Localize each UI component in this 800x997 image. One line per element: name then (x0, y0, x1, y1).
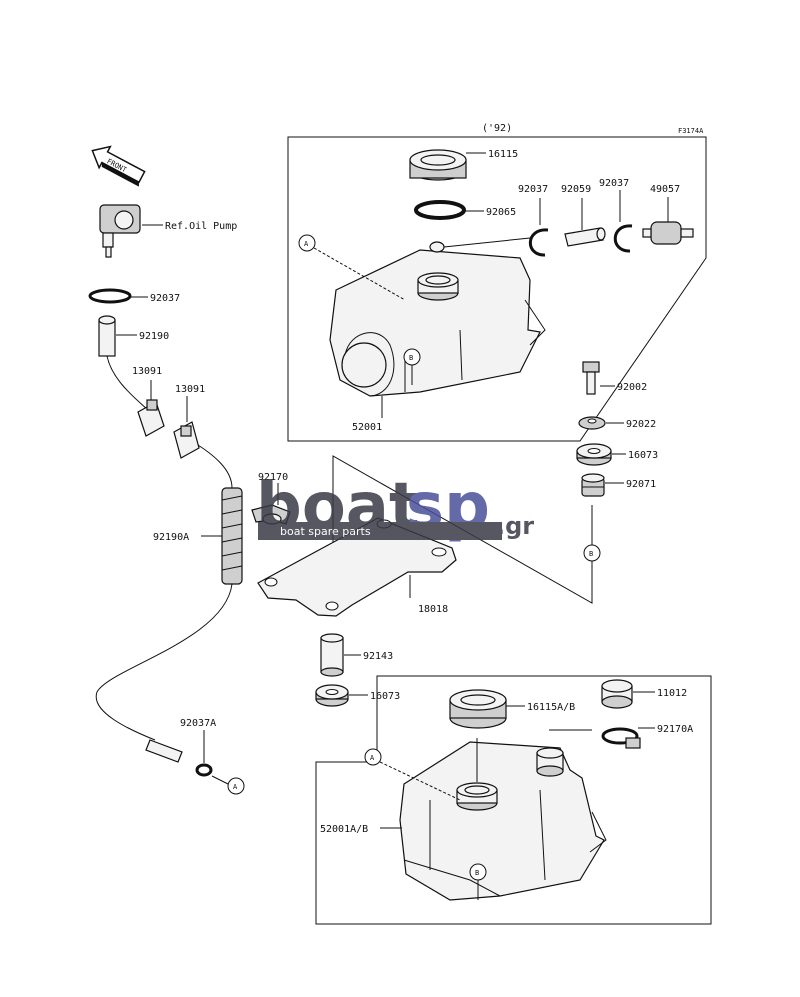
label-92037-pump: 92037 (150, 293, 180, 304)
upper-group-frame (287, 136, 707, 442)
label-92059: 92059 (561, 184, 591, 195)
label-16115ab: 16115A/B (527, 702, 575, 713)
leader-a-left (211, 775, 229, 785)
label-92170: 92170 (258, 472, 288, 483)
tank-cap-icon (409, 149, 467, 181)
oil-pump-icon (99, 204, 141, 258)
label-92002: 92002 (617, 382, 647, 393)
marker-a-left (227, 777, 245, 795)
clamp-icon (613, 224, 633, 253)
gasket-icon (414, 200, 466, 220)
oil-tank-icon (399, 741, 607, 901)
clamp-icon (88, 288, 132, 304)
check-valve-icon (642, 221, 694, 245)
label-92170a: 92170A (657, 724, 693, 735)
marker-a-left-text: A (233, 783, 238, 791)
oil-tank-icon (329, 241, 546, 397)
label-52001ab: 52001A/B (320, 824, 368, 835)
marker-a-upper-text: A (304, 240, 309, 248)
label-18018: 18018 (418, 604, 448, 615)
boatsp-watermark-logo: boat sp boat spare parts .gr (256, 470, 534, 544)
label-92037a: 92037A (180, 718, 216, 729)
hose-line-1 (106, 355, 149, 411)
damper-icon (315, 684, 349, 707)
label-92190a: 92190A (153, 532, 189, 543)
watermark-gr: .gr (496, 512, 534, 540)
label-92022: 92022 (626, 419, 656, 430)
label-13091-b: 13091 (175, 384, 205, 395)
hose-clip-icon (173, 421, 200, 459)
vent-line (443, 237, 531, 248)
hose-protector-icon (221, 487, 243, 585)
washer-icon (578, 416, 606, 430)
vent-hose-icon (564, 227, 606, 247)
plug-icon (601, 679, 633, 709)
label-92065: 92065 (486, 207, 516, 218)
leader-a-upper (313, 247, 406, 301)
label-52001: 52001 (352, 422, 382, 433)
marker-b-right-text: B (589, 550, 593, 558)
label-16115: 16115 (488, 149, 518, 160)
hose-end-icon (145, 739, 183, 763)
label-92037-ul: 92037 (518, 184, 548, 195)
label-11012: 11012 (657, 688, 687, 699)
label-49057: 49057 (650, 184, 680, 195)
label-92071: 92071 (626, 479, 656, 490)
label-92190: 92190 (139, 331, 169, 342)
watermark-subtitle-bar (258, 522, 502, 540)
marker-a-lower (364, 748, 382, 766)
watermark-subtitle: boat spare parts (280, 525, 371, 538)
label-16073-lower: 16073 (370, 691, 400, 702)
bolt-icon (582, 361, 600, 395)
hose-line-3 (95, 583, 233, 741)
marker-b-upper-text: B (409, 354, 413, 362)
band-clamp-icon (601, 727, 641, 749)
marker-a-upper (298, 234, 316, 252)
clamp-icon (195, 763, 213, 777)
label-13091-a: 13091 (132, 366, 162, 377)
marker-a-lower-text: A (370, 754, 375, 762)
hose-clip-icon (137, 399, 165, 437)
tank-cap-icon (449, 689, 507, 729)
damper-icon (576, 443, 612, 466)
label-92037-ur: 92037 (599, 178, 629, 189)
label-92143: 92143 (363, 651, 393, 662)
year-note: ('92) (482, 123, 512, 134)
oil-hose-icon (98, 315, 116, 357)
collar-icon (320, 633, 344, 677)
diagram-code: F3174A (678, 127, 704, 135)
label-16073-right: 16073 (628, 450, 658, 461)
grommet-icon (581, 473, 605, 497)
marker-b-lower-text: B (475, 869, 479, 877)
label-ref-oil-pump: Ref.Oil Pump (165, 221, 237, 232)
clamp-icon (528, 228, 549, 257)
front-arrow-icon: FRONT (91, 145, 146, 187)
